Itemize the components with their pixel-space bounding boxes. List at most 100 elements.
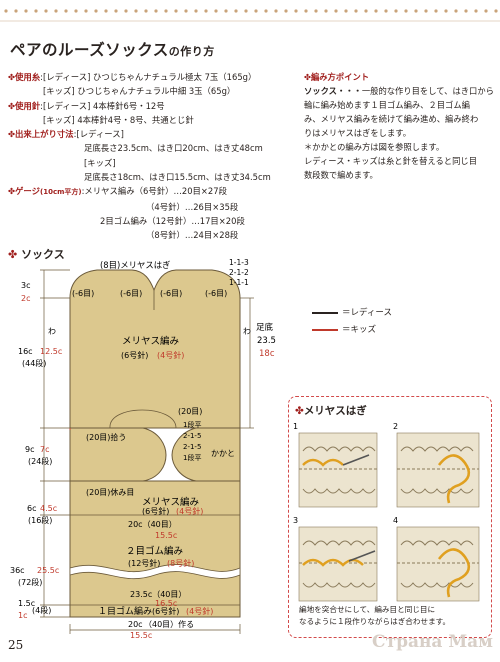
spec-gauge-2: （4号針）…26目×35段 [146, 201, 239, 212]
leg-height-kids: 25.5c [37, 566, 59, 575]
stockinette-mid-label: メリヤス編み [142, 496, 199, 508]
width-kids-a: 15.5c [155, 531, 177, 540]
leg-height: 36c [10, 566, 25, 575]
knitting-points: ✤編み方ポイント ソックス・・・一般的な作り目をして、はき口から 輪に編み始めま… [304, 72, 494, 180]
rib1-label: １目ゴム編み [98, 605, 152, 617]
graft-label: (8目)メリヤスはぎ [100, 260, 171, 270]
sole-length-ladies: 23.5 [257, 336, 276, 346]
grafting-step-2: 2 [393, 422, 480, 508]
socks-section-heading: ✤ ソックス [8, 248, 65, 261]
cuff-height: 1.5c [18, 599, 35, 608]
grafting-box: ✤メリヤスはぎ 1 2 3 [288, 396, 492, 638]
ankle-height-kids: 4.5c [40, 504, 57, 513]
clover-icon: ✤ [304, 72, 311, 82]
clover-icon: ✤ [8, 129, 16, 140]
title-suffix: の作り方 [168, 45, 215, 58]
loop-mark-right: わ [243, 327, 251, 336]
needle-main-kids: (4号針) [157, 350, 184, 360]
heel-count: (20目) [178, 407, 202, 416]
step-number-2: 2 [393, 422, 398, 431]
toe-height-kids: 2c [21, 294, 31, 303]
step-number-3: 3 [293, 516, 298, 525]
spec-yarn-ladies: ✤使用糸:[レディース] ひつじちゃんナチュラル極太 7玉（165g） [8, 72, 257, 82]
decrease-rule-1: 1-1-3 [229, 258, 249, 267]
needle-rib-kids: (8号針) [167, 558, 194, 568]
site-watermark: Страна Мам [372, 632, 493, 652]
foot-height-kids: 12.5c [40, 347, 62, 356]
decrease-6-d: (-6目) [205, 289, 227, 298]
spec-gauge-4: （8号針）…24目×28段 [146, 230, 239, 241]
heel-height-kids: 7c [40, 445, 50, 454]
heel-rule-1: 2-1-5 [183, 432, 201, 440]
leg-rows: (72段) [18, 577, 42, 587]
heel-rule-2: 2-1-5 [183, 443, 201, 451]
top-decorative-border [0, 0, 500, 22]
clover-icon: ✤ [8, 100, 16, 111]
needle-rib-ladies: (12号針) [128, 558, 160, 568]
heel-row-1: 1段平 [183, 420, 201, 429]
needle-rib1-ladies: (6号針) [152, 606, 179, 616]
heel-height: 9c [25, 445, 35, 454]
width-40-a: 20c（40目） [128, 520, 177, 529]
spec-gauge-3: 2目ゴム編み（12号針）…17目×20段 [100, 215, 245, 226]
heel-rows: (24段) [28, 456, 52, 466]
sock-diagram: (8目)メリヤスはぎ 1-1-3 2-1-2 1-1-1 (-6目) (-6目)… [10, 258, 276, 640]
grafting-note: 編地を突合せにして、編み目と同じ目に なるように１段作りながらはぎ合わせます。 [299, 605, 451, 626]
materials-specs: ✤使用糸:[レディース] ひつじちゃんナチュラル極太 7玉（165g） [キッズ… [8, 70, 298, 243]
spec-size-kids: 足底長さ18cm、はき口15.5cm、はき丈34.5cm [84, 172, 271, 183]
grafting-step-3: 3 [293, 516, 378, 602]
width-40-b: 23.5c（40目） [130, 590, 186, 599]
legend-kids: ＝キッズ [312, 322, 392, 339]
legend-ladies: ＝レディース [312, 305, 392, 322]
toe-height: 3c [21, 281, 31, 290]
decrease-6-b: (-6目) [120, 289, 142, 298]
step-number-4: 4 [393, 516, 398, 525]
spec-gauge-1: ✤ゲージ(10cm平方):メリヤス編み（6号針）…20目×27段 [8, 186, 227, 197]
step-number-1: 1 [293, 422, 298, 431]
page-title: ペアのルーズソックスの作り方 [10, 38, 215, 60]
grafting-step-4: 4 [393, 516, 480, 602]
width-kids-b: 16.5c [155, 599, 177, 608]
ankle-height: 6c [27, 504, 37, 513]
stockinette-label: メリヤス編み [122, 335, 179, 347]
spec-needle-ladies: ✤使用針:[レディース] 4本棒針6号・12号 [8, 100, 165, 111]
spec-size-kids-head: [キッズ] [84, 157, 116, 168]
cast-on-width-kids: 15.5c [130, 631, 152, 640]
clover-icon: ✤ [295, 405, 304, 417]
cast-on-width: 20c [128, 620, 143, 629]
needle-rib1-kids: (4号針) [186, 606, 213, 616]
rib2-label: ２目ゴム編み [126, 545, 183, 557]
clover-icon: ✤ [8, 248, 18, 261]
heel-label: かかと [211, 449, 235, 458]
legend: ＝レディース ＝キッズ [312, 305, 392, 339]
foot-panel [69, 269, 241, 429]
notes-label-row: ✤編み方ポイント [304, 72, 370, 82]
needle-mid-kids: (4号針) [176, 506, 203, 516]
loop-mark-left: わ [48, 327, 56, 336]
foot-height: 16c [18, 347, 33, 356]
decrease-rule-3: 1-1-1 [229, 278, 249, 287]
sole-label: 足底 [256, 322, 274, 333]
pickup-label: (20目)拾う [86, 432, 126, 442]
page-number: 25 [8, 638, 24, 652]
rest-stitches: (20目)休み目 [86, 487, 134, 497]
break-wave [69, 564, 241, 579]
decrease-rule-2: 2-1-2 [229, 268, 249, 277]
cuff-rows: (4段) [32, 605, 51, 615]
grafting-steps: 1 2 3 4 [293, 422, 480, 602]
spec-size-head: ✤出来上がり寸法:[レディース] [8, 129, 124, 140]
sole-length-kids: 18c [259, 349, 275, 359]
red-line-swatch [312, 328, 338, 331]
cuff-height-kids: 1c [18, 611, 28, 620]
spec-size-ladies: 足底長さ23.5cm、はき口20cm、はき丈48cm [84, 143, 263, 154]
spec-yarn-kids: [キッズ] ひつじちゃんナチュラル中細 3玉（65g） [43, 86, 236, 97]
black-line-swatch [312, 311, 338, 314]
heel-panel [69, 427, 167, 482]
cast-on-count: （40目）作る [144, 619, 194, 629]
decrease-6-a: (-6目) [72, 289, 94, 298]
clover-icon: ✤ [8, 72, 16, 82]
decrease-6-c: (-6目) [160, 289, 182, 298]
spec-needle-kids: [キッズ] 4本棒針4号・8号、共通とじ針 [43, 114, 194, 125]
needle-mid-ladies: (6号針) [142, 506, 169, 516]
grafting-step-1: 1 [293, 422, 378, 508]
